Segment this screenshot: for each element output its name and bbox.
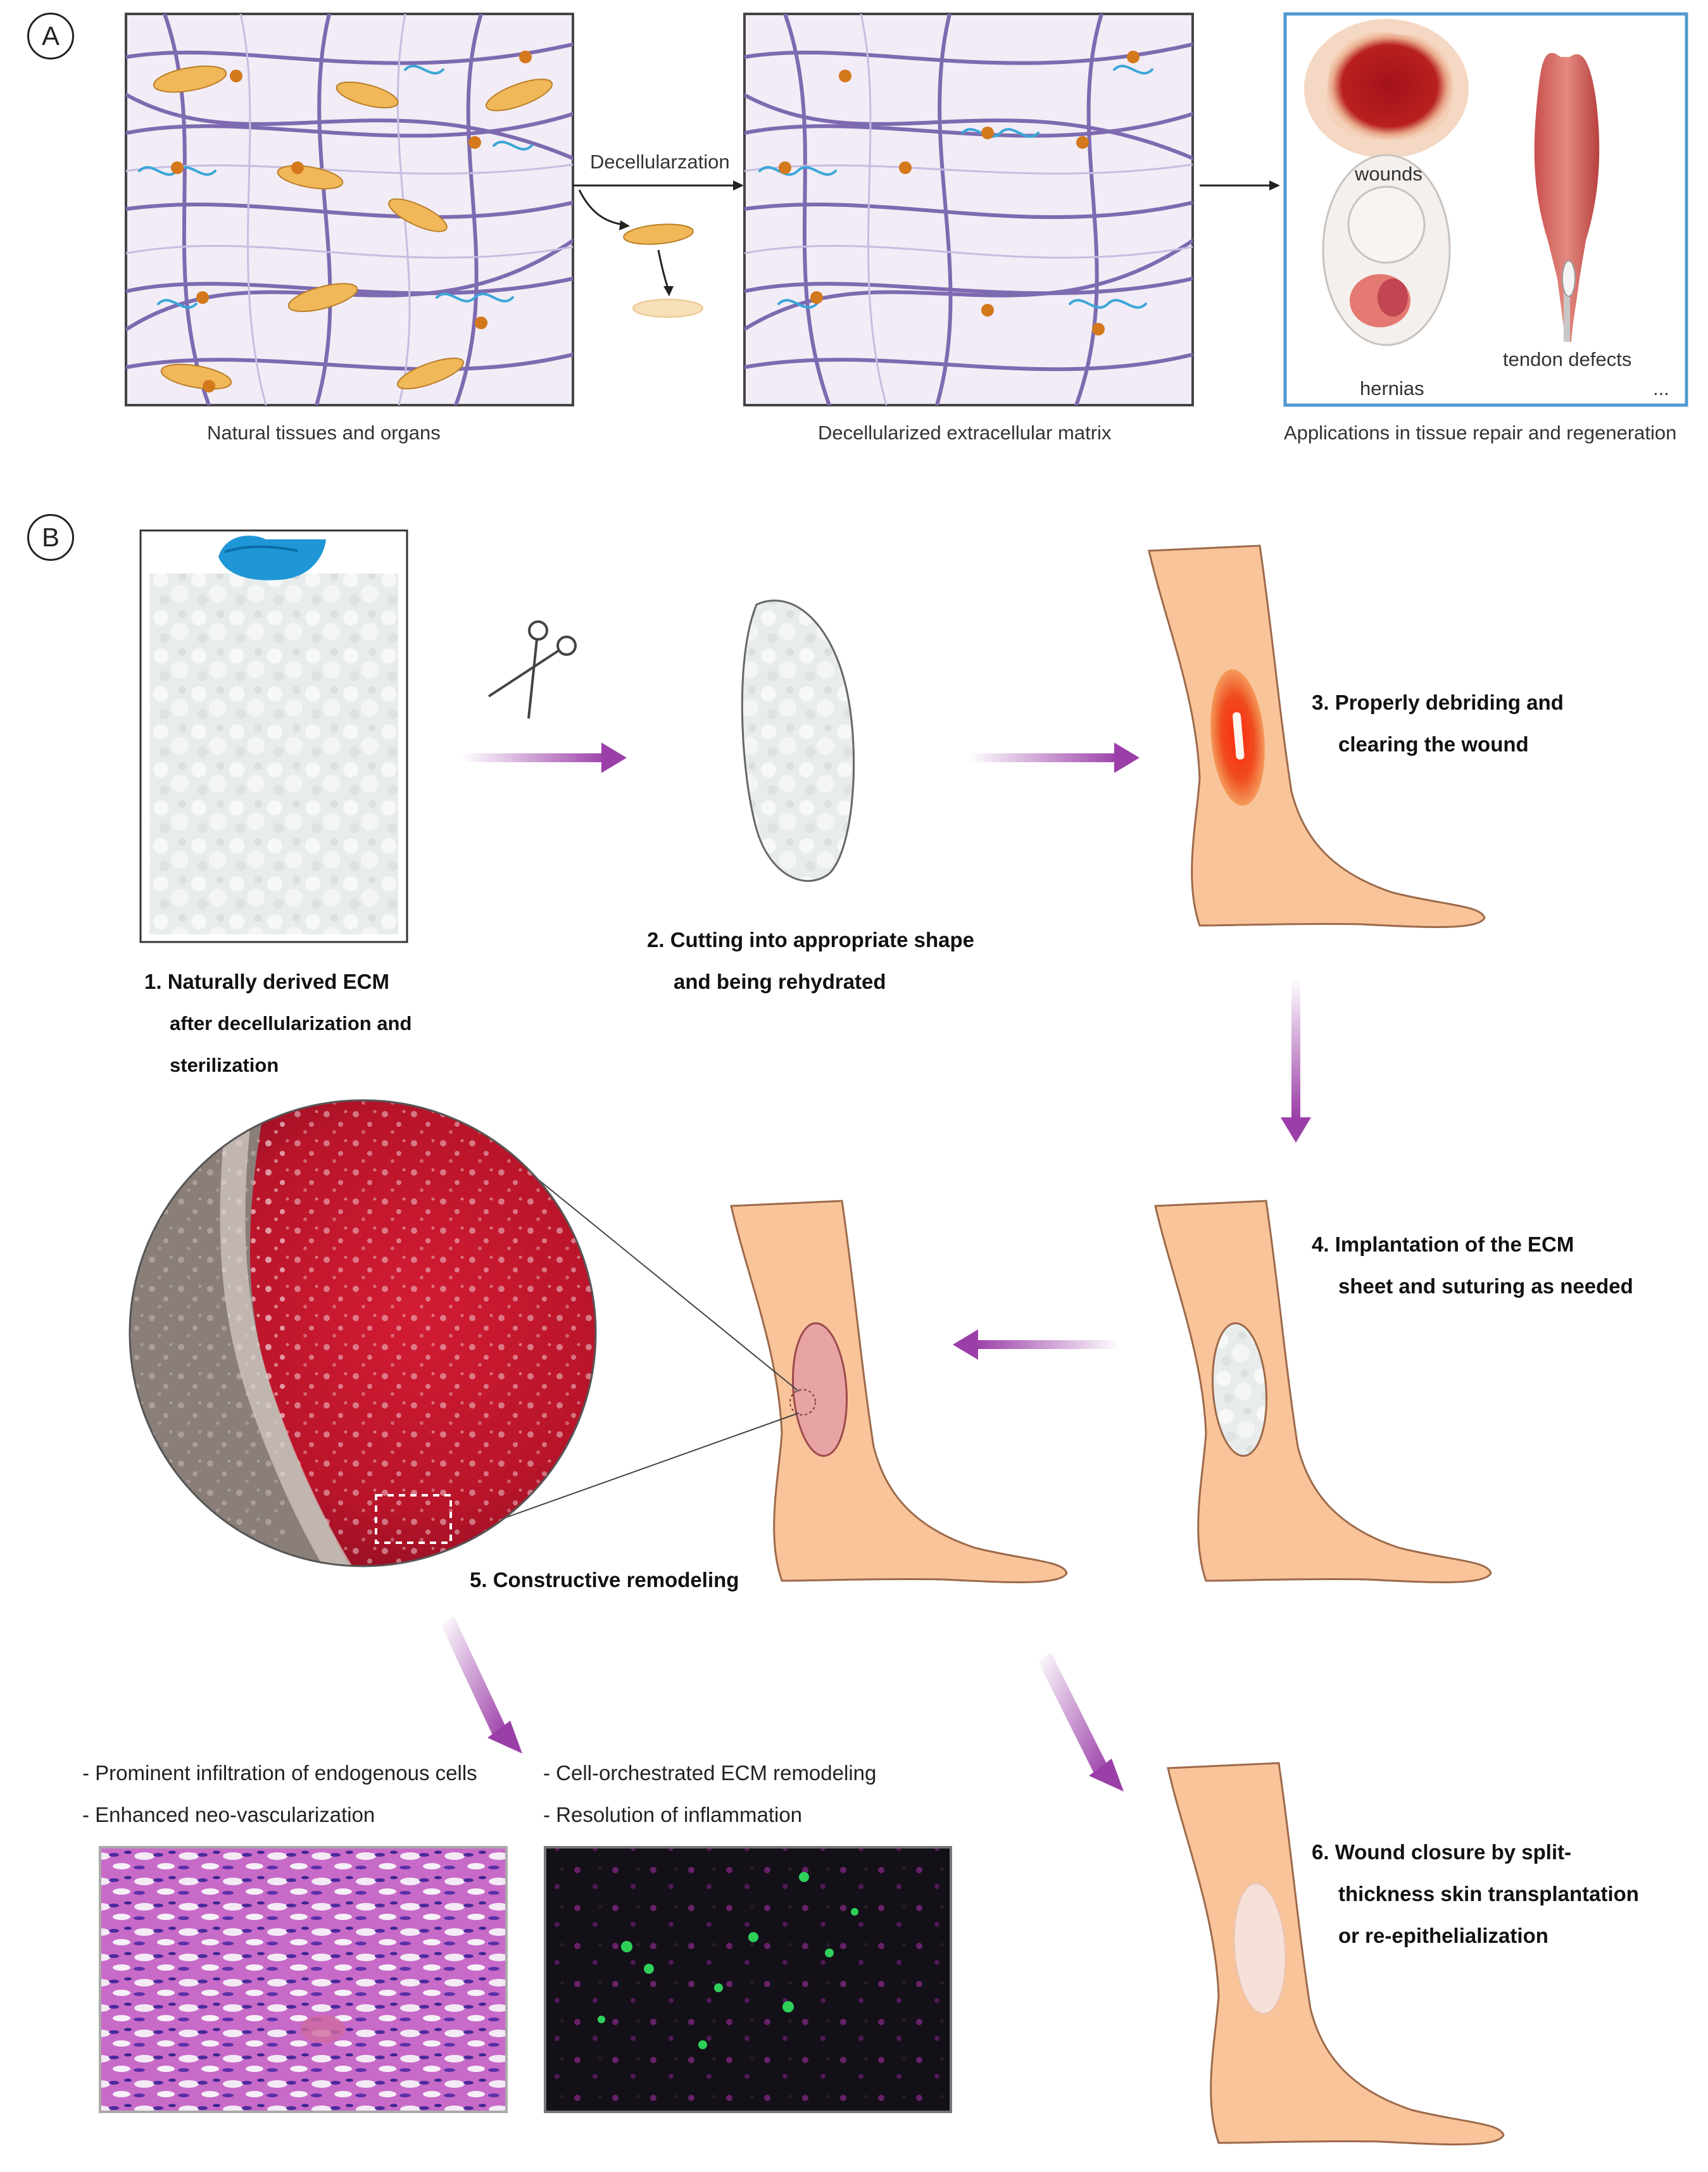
panel-a-letter: A	[27, 13, 74, 60]
step-4-line-1: 4. Implantation of the ECM	[1312, 1233, 1574, 1256]
tendon-illustration	[1534, 53, 1600, 342]
he-histology-image	[99, 1846, 508, 2113]
leg-debrided-wound	[1148, 544, 1486, 928]
leg-constructive-remodeling	[730, 1200, 1068, 1583]
panel-a	[125, 12, 1688, 407]
step-6-line-2: thickness skin transplantation	[1338, 1882, 1639, 1905]
zoom-lines	[465, 1174, 800, 1533]
bullet-ecm-remodeling: - Cell-orchestrated ECM remodeling	[543, 1761, 877, 1785]
arrow-step1-to-step2	[462, 743, 627, 773]
cut-ecm-piece	[741, 599, 855, 882]
step-6-line-3: or re-epithelialization	[1338, 1924, 1548, 1947]
label-more: ...	[1653, 377, 1669, 399]
leg-ecm-implanted	[1154, 1200, 1492, 1583]
step-1-line-2: after decellularization and	[170, 1012, 412, 1034]
step-3-line-1: 3. Properly debriding and	[1312, 691, 1564, 714]
cell-group	[153, 51, 553, 392]
panel-b-letter: B	[27, 514, 74, 561]
decellularization-arrow	[573, 180, 744, 318]
natural-tissue-box	[125, 13, 574, 406]
bullet-inflammation-resolution: - Resolution of inflammation	[543, 1803, 803, 1826]
immunofluorescence-image	[544, 1846, 952, 2113]
step-2-line-1: 2. Cutting into appropriate shape	[647, 928, 975, 951]
step-4-label: 4. Implantation of the ECM sheet and sut…	[1312, 1224, 1633, 1307]
arrow-step2-to-step3	[969, 743, 1140, 773]
step-1-line-3: sterilization	[170, 1054, 279, 1076]
step-1-line-1: 1. Naturally derived ECM	[144, 970, 389, 993]
wound-illustration	[1304, 19, 1469, 158]
bullet-neovascularization: - Enhanced neo-vascularization	[82, 1803, 375, 1826]
step-5-line-1: 5. Constructive remodeling	[470, 1568, 739, 1591]
arrow-step4-to-step5	[953, 1329, 1121, 1360]
scissors-icon	[487, 620, 577, 719]
step-3-line-2: clearing the wound	[1338, 732, 1529, 756]
applications-box	[1283, 12, 1688, 407]
baby-illustration	[1322, 154, 1451, 346]
step-3-label: 3. Properly debriding and clearing the w…	[1312, 682, 1564, 765]
leg-wound-closure	[1167, 1762, 1505, 2145]
step-2-label: 2. Cutting into appropriate shape and be…	[647, 919, 974, 1003]
arrow-step3-to-step4	[1281, 978, 1311, 1143]
bullets-right: - Cell-orchestrated ECM remodeling - Res…	[543, 1752, 876, 1836]
to-applications-arrow	[1200, 180, 1280, 191]
step-1-label: 1. Naturally derived ECM after decellula…	[144, 961, 411, 1086]
step-4-line-2: sheet and suturing as needed	[1338, 1274, 1633, 1298]
label-wounds: wounds	[1355, 163, 1422, 185]
step-2-line-2: and being rehydrated	[674, 970, 886, 993]
label-hernias: hernias	[1360, 377, 1424, 399]
caption-natural-tissues: Natural tissues and organs	[207, 422, 441, 444]
label-tendon-defects: tendon defects	[1503, 348, 1632, 370]
arrow-step5-to-step6	[1038, 1652, 1124, 1792]
stained-micrograph	[129, 1099, 597, 1567]
bullets-left: - Prominent infiltration of endogenous c…	[82, 1752, 477, 1836]
decellularization-label: Decellularzation	[590, 151, 730, 173]
step-6-label: 6. Wound closure by split- thickness ski…	[1312, 1831, 1639, 1957]
step-6-line-1: 6. Wound closure by split-	[1312, 1840, 1572, 1864]
panel-b	[99, 529, 1505, 2145]
step-5-label: 5. Constructive remodeling	[470, 1559, 739, 1601]
ecm-sheet-photo	[139, 529, 408, 943]
decellularized-ecm-box	[743, 13, 1194, 406]
bullet-infiltration: - Prominent infiltration of endogenous c…	[82, 1761, 477, 1785]
caption-decellularized-ecm: Decellularized extracellular matrix	[818, 422, 1112, 444]
caption-applications: Applications in tissue repair and regene…	[1284, 422, 1677, 444]
arrow-to-histology	[441, 1616, 522, 1754]
